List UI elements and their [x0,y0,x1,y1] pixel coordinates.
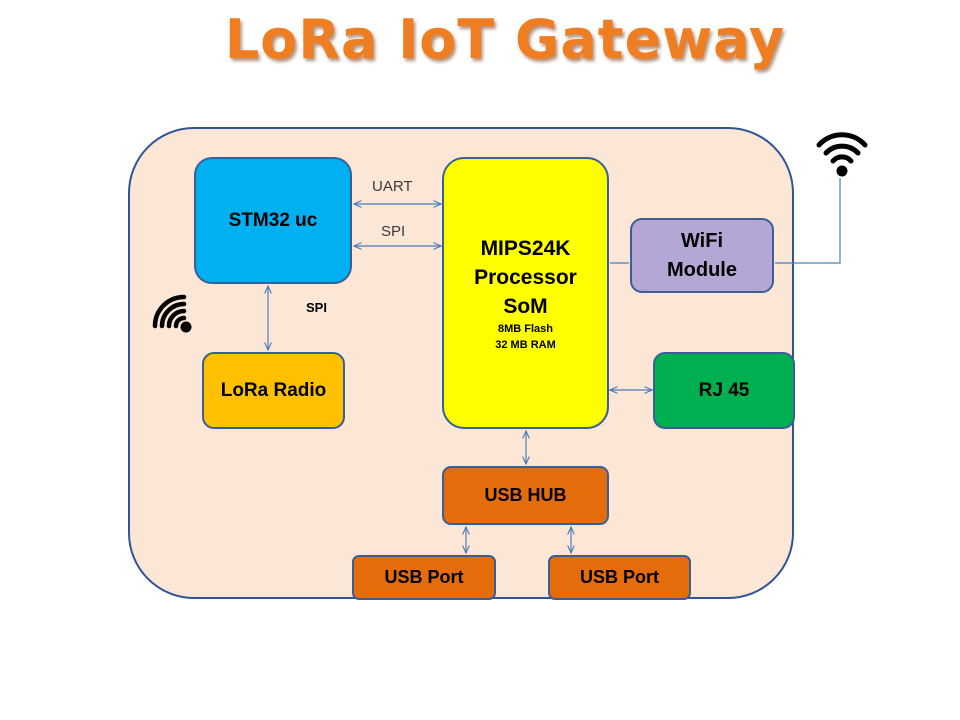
wifi-module-block: WiFi Module [630,218,774,293]
processor-line-1: MIPS24K [480,236,571,260]
usb-hub-block: USB HUB [442,466,609,525]
usb-port-block-2: USB Port [548,555,691,600]
rj45-block: RJ 45 [653,352,795,429]
uart-label: UART [372,178,413,195]
spi-label-side: SPI [306,300,327,315]
wifi-module-line-1: WiFi [680,229,724,252]
wifi-signal-icon [816,132,868,177]
processor-block: MIPS24K Processor SoM 8MB Flash 32 MB RA… [442,157,609,429]
usb-port-block-1: USB Port [352,555,496,600]
spi-label-top: SPI [381,223,406,240]
processor-line-2: Processor [474,265,577,289]
wireless-signal-icon [152,294,192,333]
wifi-antenna-connector [775,178,841,264]
page-title: LoRa IoT Gateway [224,8,786,71]
wifi-module-line-2: Module [667,258,737,281]
lora-radio-block: LoRa Radio [202,352,345,429]
processor-ram: 32 MB RAM [495,338,556,351]
stm32-block: STM32 uc [194,157,352,284]
processor-line-3: SoM [503,294,548,318]
processor-flash: 8MB Flash [497,322,553,335]
